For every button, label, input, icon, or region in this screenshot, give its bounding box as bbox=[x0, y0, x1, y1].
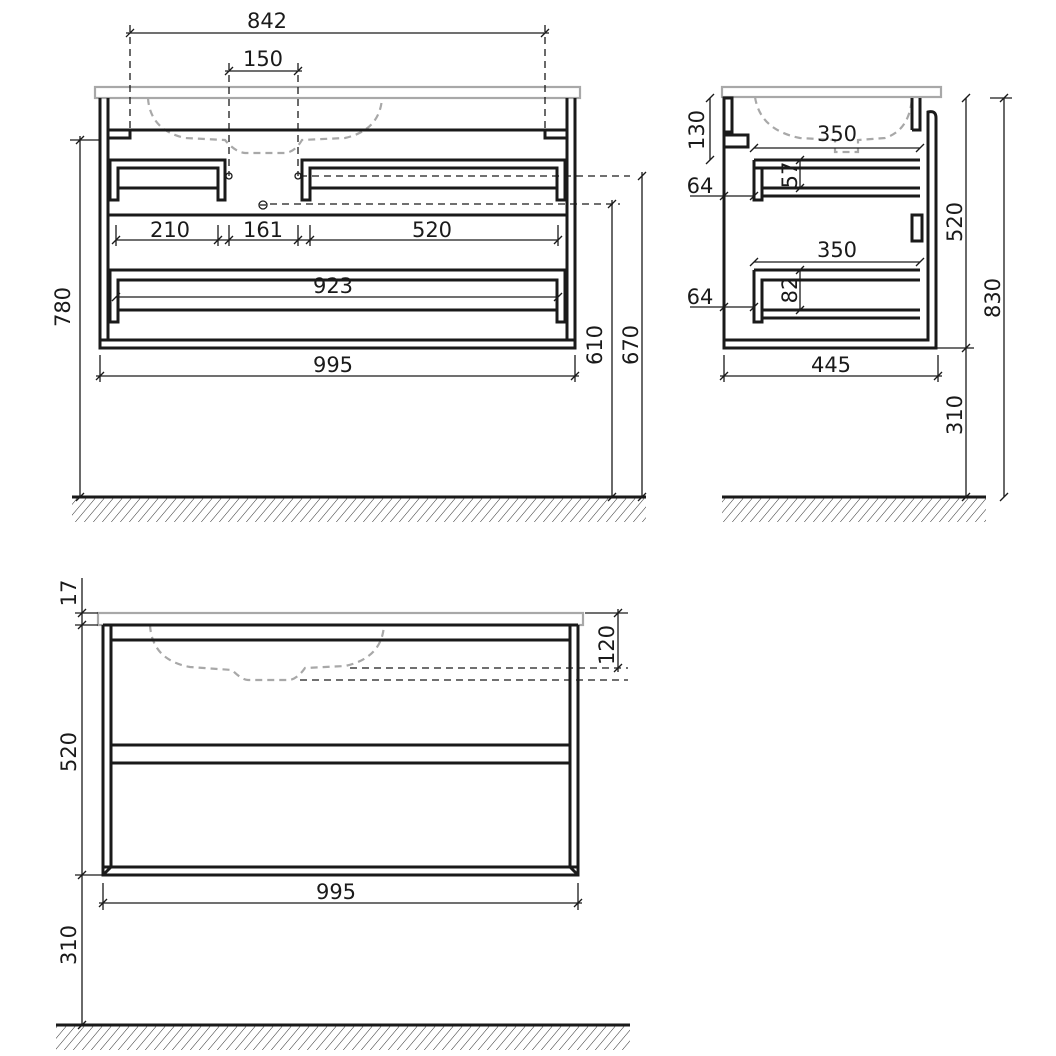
floor-hatch-side bbox=[722, 498, 986, 522]
dim-17: 17 bbox=[57, 580, 81, 607]
dim-670: 670 bbox=[619, 325, 643, 365]
dim-995-front: 995 bbox=[313, 353, 353, 377]
dim-310-side: 310 bbox=[943, 395, 967, 435]
basin-outline-rear bbox=[148, 624, 386, 682]
dim-310-rear: 310 bbox=[57, 925, 81, 965]
dim-995-rear: 995 bbox=[316, 880, 356, 904]
dim-780: 780 bbox=[51, 287, 75, 327]
dim-64-lower: 64 bbox=[687, 285, 714, 309]
dim-82: 82 bbox=[778, 277, 802, 304]
dim-57: 57 bbox=[778, 162, 802, 189]
basin-outline bbox=[146, 97, 384, 155]
dim-830: 830 bbox=[981, 278, 1005, 318]
upper-drawer-left bbox=[108, 158, 227, 202]
upper-drawer-right bbox=[300, 158, 567, 202]
floor-hatch-front bbox=[72, 498, 646, 522]
dim-520-side: 520 bbox=[943, 202, 967, 242]
rear-view: 17 520 310 120 995 bbox=[56, 578, 630, 1050]
drain-outlet bbox=[258, 200, 268, 210]
front-view: 842 150 210 161 520 923 bbox=[51, 9, 647, 522]
countertop-outline bbox=[93, 85, 582, 100]
basin-outline-side bbox=[753, 96, 914, 154]
dim-520-rear: 520 bbox=[57, 732, 81, 772]
dim-350-upper: 350 bbox=[817, 122, 857, 146]
side-view: 130 350 57 64 350 82 64 bbox=[685, 85, 1012, 522]
dim-923: 923 bbox=[313, 274, 353, 298]
dim-350-lower: 350 bbox=[817, 238, 857, 262]
dim-161: 161 bbox=[243, 218, 283, 242]
dim-210: 210 bbox=[150, 218, 190, 242]
dim-445: 445 bbox=[811, 353, 851, 377]
dim-610: 610 bbox=[583, 325, 607, 365]
dim-130: 130 bbox=[685, 110, 709, 150]
floor-hatch-rear bbox=[56, 1026, 630, 1050]
cabinet-body-rear bbox=[101, 625, 580, 877]
dim-520: 520 bbox=[412, 218, 452, 242]
cabinet-body-side bbox=[722, 98, 938, 350]
cabinet-body bbox=[98, 98, 577, 350]
dim-842: 842 bbox=[247, 9, 287, 33]
lower-drawer bbox=[108, 268, 567, 324]
dim-120: 120 bbox=[595, 625, 619, 665]
dim-64-upper: 64 bbox=[687, 174, 714, 198]
dim-150: 150 bbox=[243, 47, 283, 71]
